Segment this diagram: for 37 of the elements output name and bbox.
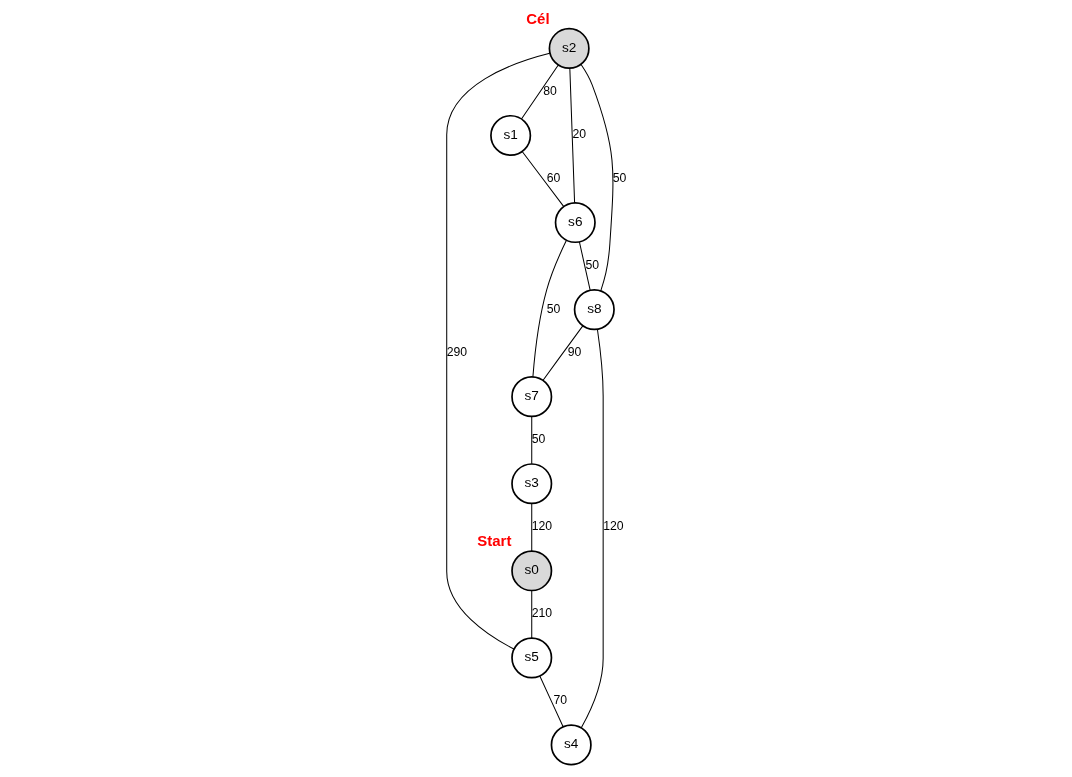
- node-circle: s0: [510, 550, 552, 592]
- node-circle: s7: [510, 376, 552, 418]
- edge-label: 50: [546, 301, 560, 316]
- node-label: Start: [476, 532, 511, 550]
- connector: [531, 239, 567, 378]
- connector: [521, 151, 564, 207]
- node-circle: s5: [510, 637, 552, 679]
- node-label: Cél: [525, 9, 550, 27]
- node-circle: s1: [489, 114, 531, 157]
- edge-label: 70: [553, 693, 567, 708]
- node-circle: s4: [550, 724, 592, 766]
- edge-label: 50: [612, 171, 626, 186]
- edge-label: 210: [531, 606, 552, 621]
- node-circle: s6: [554, 201, 596, 244]
- edge-label: 120: [531, 519, 552, 534]
- node-circle: s2: [548, 27, 590, 69]
- connector: [580, 328, 604, 729]
- connector: [520, 64, 559, 120]
- connector: [568, 67, 575, 204]
- connector: [579, 63, 613, 292]
- node-circle: s8: [573, 289, 615, 331]
- edge-label: 290: [446, 345, 467, 360]
- connector: [538, 675, 564, 728]
- connector: [578, 241, 591, 291]
- connector: [445, 52, 550, 650]
- edge-label: 60: [546, 171, 560, 186]
- connector: [542, 325, 583, 381]
- connector: [530, 416, 532, 465]
- node-circle: s3: [510, 463, 552, 505]
- connector: [530, 590, 532, 639]
- edge-label: 90: [567, 345, 581, 360]
- edge-label: 50: [584, 258, 599, 273]
- edge-label: 120: [602, 519, 624, 534]
- edge-label: 20: [572, 127, 586, 142]
- edge-label: 50: [531, 432, 545, 447]
- edge-label: 80: [542, 83, 557, 98]
- connector: [530, 503, 532, 552]
